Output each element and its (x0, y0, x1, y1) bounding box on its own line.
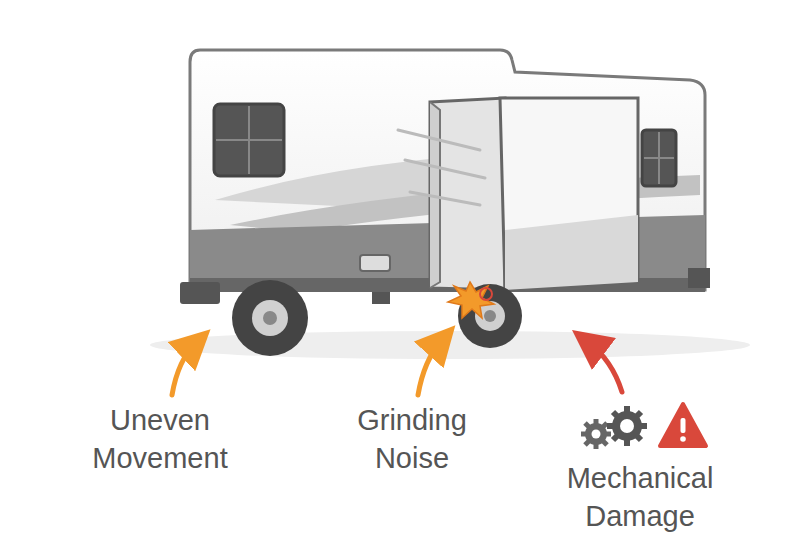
callout-label: Mechanical Damage (545, 460, 735, 535)
callout-label: Grinding Noise (337, 402, 487, 477)
callout-label: Uneven Movement (75, 402, 245, 477)
